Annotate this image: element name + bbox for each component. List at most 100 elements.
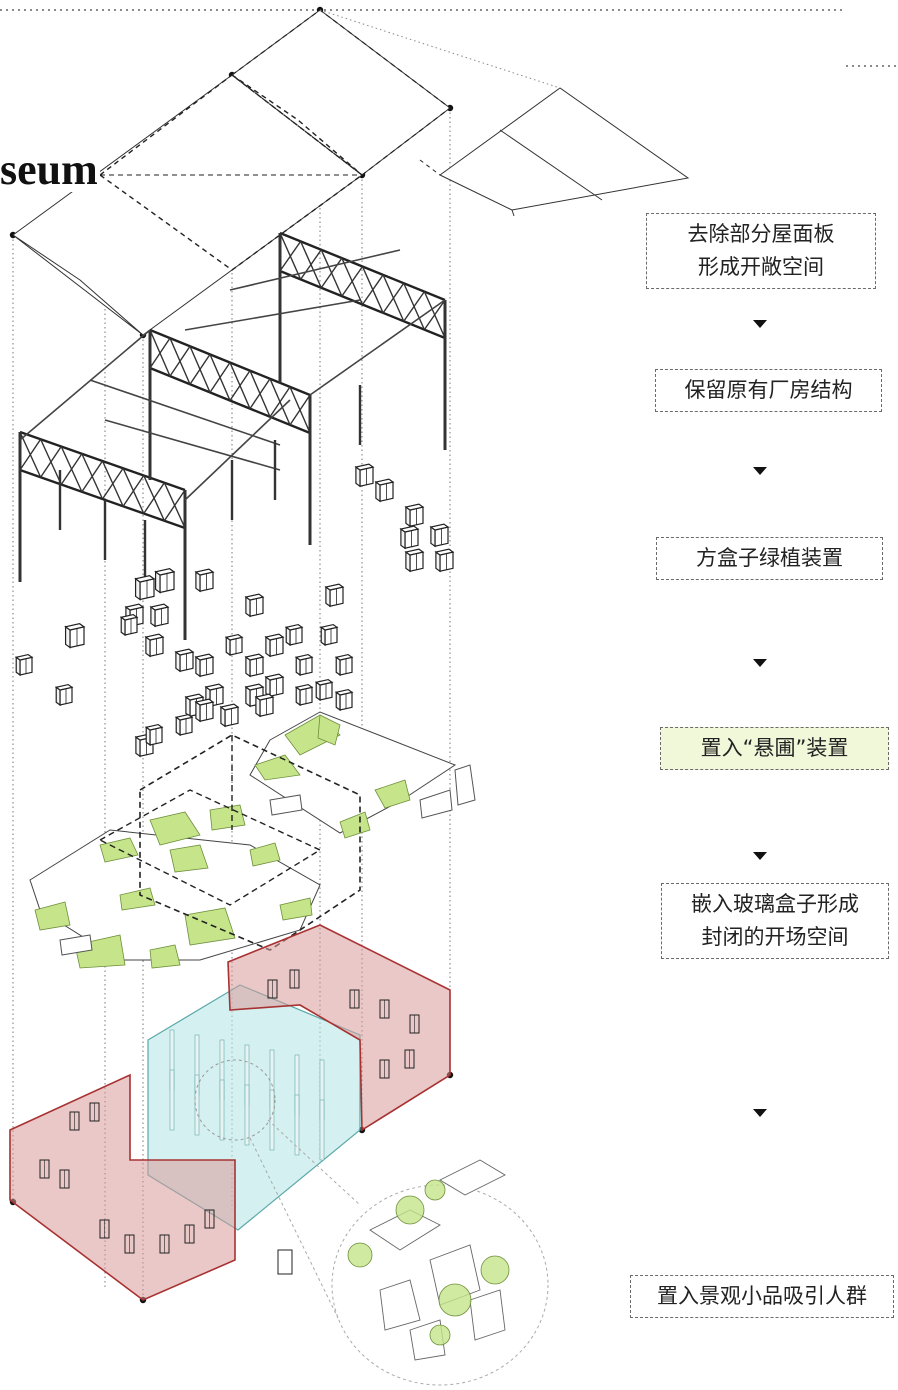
box-top — [374, 478, 395, 486]
planter-box — [264, 633, 285, 658]
roof-truss — [148, 328, 312, 545]
down-triangle-icon — [753, 1109, 767, 1117]
planter-box — [174, 648, 195, 673]
planter-box — [194, 698, 215, 723]
planter-box — [149, 603, 170, 628]
box-top — [219, 703, 240, 711]
roof-panels-layer — [12, 9, 690, 336]
stair-element — [419, 789, 453, 819]
box-top — [429, 523, 450, 531]
truss-structure-layer — [18, 231, 447, 640]
green-terrace — [209, 804, 246, 831]
down-triangle-icon — [753, 467, 767, 475]
step-6-line-1: 置入景观小品吸引人群 — [657, 1284, 867, 1308]
planter-box — [144, 633, 165, 658]
detail-block — [379, 1279, 421, 1331]
planter-box — [119, 613, 139, 637]
truss-web — [382, 282, 405, 314]
box-top — [244, 683, 265, 691]
box-top — [184, 693, 205, 701]
down-triangle-icon — [753, 659, 767, 667]
diagram-title-fragment: seum — [0, 145, 100, 194]
box-top — [319, 623, 339, 631]
truss-web — [269, 386, 291, 418]
truss-web — [209, 362, 231, 393]
step-1-line-2: 形成开敞空间 — [698, 255, 824, 279]
box-top — [244, 593, 265, 601]
planter-box — [64, 623, 86, 649]
planter-box — [334, 688, 354, 712]
tree-icon — [424, 1179, 446, 1201]
planter-box — [254, 693, 275, 718]
step-5-line-1: 嵌入玻璃盒子形成 — [691, 892, 859, 916]
truss-web — [341, 266, 364, 297]
truss-beam — [309, 299, 446, 396]
detail-block — [369, 1209, 441, 1251]
step-planter-box-installation: 方盒子绿植装置 — [656, 537, 883, 580]
box-top — [254, 693, 275, 701]
truss-web — [143, 482, 165, 514]
planter-box — [294, 653, 314, 677]
planter-box — [219, 703, 240, 728]
removed-panel-outline — [98, 74, 364, 271]
box-top — [144, 723, 164, 731]
planter-box — [374, 478, 395, 503]
truss-web — [40, 446, 62, 478]
glass-column — [269, 1089, 275, 1151]
removed-panel-outline — [231, 9, 451, 176]
detail-source-marker — [194, 1059, 276, 1141]
glass-column — [169, 1069, 175, 1131]
planter-box — [404, 548, 425, 573]
roof-edge — [12, 234, 144, 336]
box-top — [124, 603, 145, 611]
planter-box — [294, 683, 314, 707]
detail-block — [439, 1159, 506, 1196]
box-top — [64, 623, 86, 631]
box-top — [204, 683, 225, 691]
truss-beam — [104, 419, 281, 471]
truss-web — [122, 475, 145, 507]
detached-panel-seam — [499, 129, 603, 201]
planter-box — [434, 548, 455, 573]
truss-web — [19, 438, 42, 471]
green-terrace — [254, 754, 301, 781]
detached-roof-panel — [439, 87, 690, 211]
entrance-door — [277, 1249, 293, 1275]
detached-panel-edge — [511, 209, 515, 217]
tree-icon — [438, 1283, 472, 1317]
green-terrace — [34, 901, 71, 931]
box-top — [404, 503, 425, 511]
box-top — [14, 653, 34, 661]
truss-web — [229, 370, 251, 401]
planter-box — [14, 653, 34, 677]
planter-box — [264, 673, 285, 698]
step-landscape-features: 置入景观小品吸引人群 — [630, 1275, 894, 1318]
landscape-detail-circle — [194, 1059, 549, 1386]
planter-box — [174, 713, 194, 737]
box-top — [434, 548, 455, 556]
green-terrace — [317, 714, 341, 746]
red-facade-back — [227, 924, 451, 1132]
green-terrace — [249, 842, 281, 867]
planter-box — [324, 583, 345, 608]
glass-column — [219, 1079, 225, 1141]
box-top — [154, 568, 176, 576]
box-top — [314, 678, 334, 686]
truss-web — [81, 460, 104, 493]
box-top — [284, 623, 304, 631]
planter-box — [399, 525, 420, 550]
planter-box — [144, 723, 164, 747]
step-5-line-2: 封闭的开场空间 — [701, 925, 849, 949]
box-top — [264, 633, 285, 641]
planter-box — [194, 653, 215, 678]
box-top — [264, 673, 285, 681]
truss-web — [101, 467, 124, 500]
green-terrace — [149, 811, 201, 846]
step-1-line-1: 去除部分屋面板 — [687, 222, 835, 246]
truss-web — [149, 337, 171, 369]
planter-box — [224, 633, 244, 657]
box-top — [324, 583, 345, 591]
glass-column — [294, 1094, 300, 1156]
step-glass-box: 嵌入玻璃盒子形成 封闭的开场空间 — [661, 883, 889, 959]
green-terrace — [374, 779, 411, 809]
